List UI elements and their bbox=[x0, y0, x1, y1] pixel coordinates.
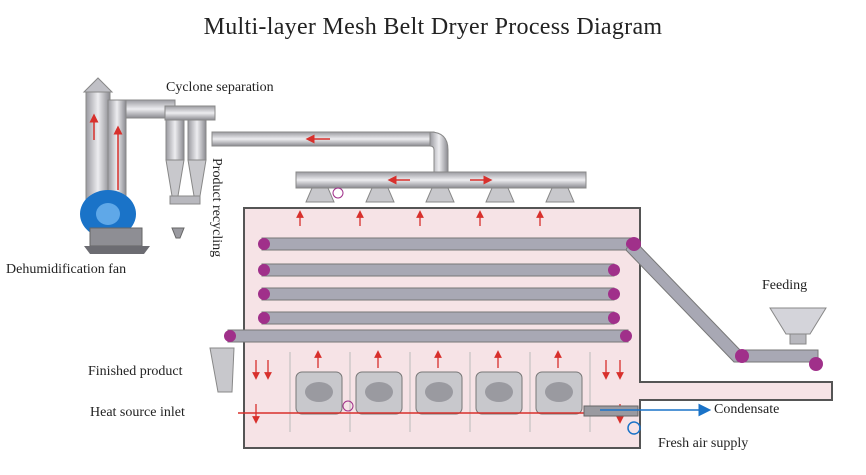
feeding-conveyor bbox=[625, 237, 823, 371]
label-fresh-air-supply: Fresh air supply bbox=[658, 436, 749, 451]
label-feeding: Feeding bbox=[762, 278, 808, 293]
dehumidification-fan bbox=[80, 190, 150, 254]
discharge-chute bbox=[209, 347, 235, 393]
label-product-recycling: Product recycling bbox=[209, 158, 224, 258]
stack-cap bbox=[82, 77, 114, 93]
label-finished-product: Finished product bbox=[88, 364, 183, 379]
mesh-belt-5 bbox=[227, 329, 629, 343]
label-dehumidification-fan: Dehumidification fan bbox=[6, 262, 127, 277]
stack-pipe bbox=[85, 91, 111, 203]
belt-rollers bbox=[224, 238, 638, 342]
label-cyclone-separation: Cyclone separation bbox=[166, 80, 274, 95]
hot-air-arrows bbox=[252, 210, 624, 424]
label-heat-source-inlet: Heat source inlet bbox=[90, 405, 185, 420]
condensate-line bbox=[583, 403, 712, 435]
cyclone-separators bbox=[164, 105, 216, 239]
mesh-belt-4 bbox=[261, 311, 615, 325]
label-condensate: Condensate bbox=[714, 402, 780, 417]
fresh-air-fan-icon bbox=[627, 421, 641, 435]
mesh-belt-2 bbox=[261, 263, 615, 277]
heat-exchangers bbox=[289, 352, 591, 432]
heat-source-line bbox=[238, 400, 600, 414]
distribution-header bbox=[295, 171, 587, 189]
air-hoods bbox=[305, 187, 575, 203]
exhaust-stack bbox=[82, 77, 176, 213]
mesh-belt-3 bbox=[261, 287, 615, 301]
mesh-belt-1 bbox=[261, 237, 633, 251]
feeding-hopper bbox=[769, 307, 827, 345]
return-air-duct bbox=[211, 131, 587, 199]
diagram-title: Multi-layer Mesh Belt Dryer Process Diag… bbox=[203, 14, 663, 40]
